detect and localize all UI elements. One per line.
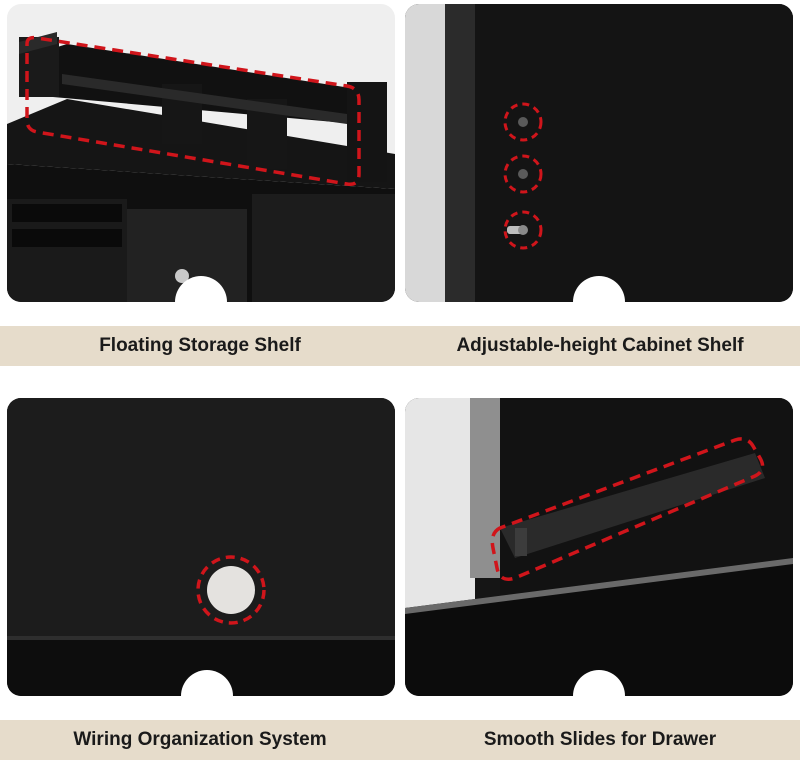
highlight-outline: [503, 154, 543, 194]
caption-adjustable-cabinet-shelf: Adjustable-height Cabinet Shelf: [456, 335, 744, 356]
highlight-outline: [503, 102, 543, 142]
grommet-hole-illustration: [7, 398, 395, 696]
drawer-slide-rail: [500, 453, 765, 558]
photo-floating-storage-shelf: [7, 4, 395, 302]
desk-hutch-illustration: [7, 32, 395, 302]
photo-adjustable-cabinet-shelf: [405, 4, 793, 302]
highlight-outline: [490, 437, 765, 581]
shelf-pin-hole: [518, 169, 528, 179]
highlight-outline: [196, 555, 266, 625]
highlight-outline: [25, 35, 361, 187]
photo-drawer-slides: [405, 398, 793, 696]
cabinet-side-illustration: [405, 4, 793, 302]
highlight-outline: [503, 210, 543, 250]
drawer-slide-illustration: [405, 398, 793, 696]
photo-wiring-organization: [7, 398, 395, 696]
caption-band: [0, 720, 800, 760]
caption-drawer-slides: Smooth Slides for Drawer: [483, 729, 717, 750]
caption-wiring-organization: Wiring Organization System: [73, 729, 327, 750]
cable-grommet: [207, 566, 255, 614]
caption-floating-storage-shelf: Floating Storage Shelf: [99, 335, 301, 356]
shelf-pin-hole: [518, 117, 528, 127]
caption-band: [0, 326, 800, 366]
